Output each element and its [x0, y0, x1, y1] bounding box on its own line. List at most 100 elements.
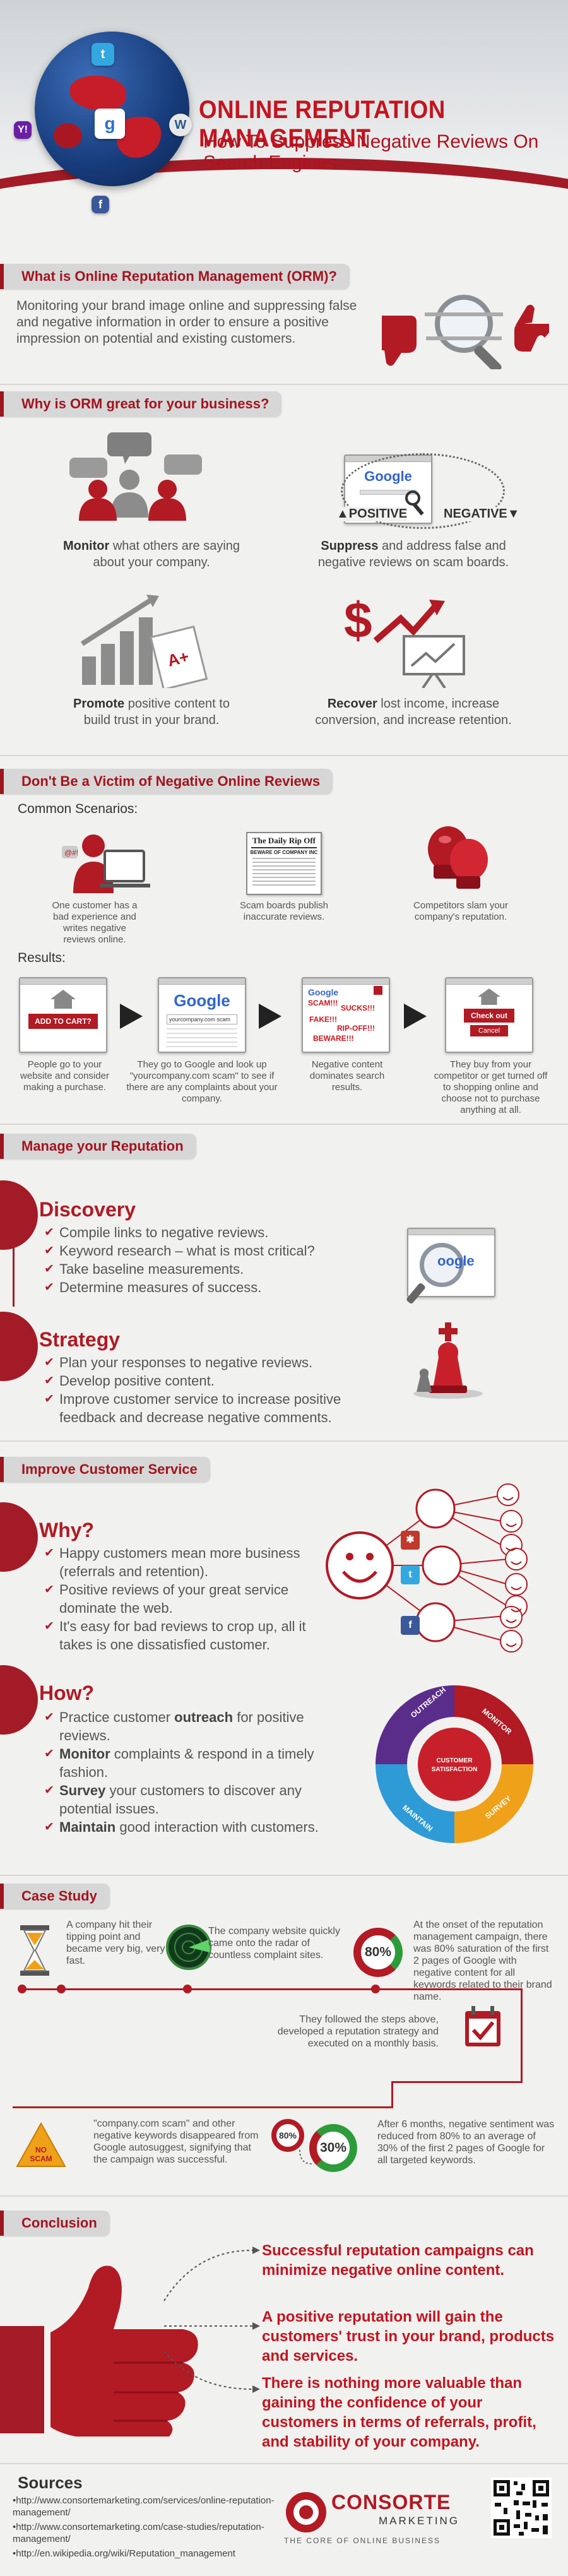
- house-icon: [478, 988, 500, 1005]
- why-title: Why?: [39, 1519, 95, 1541]
- orbit-dots: [341, 453, 505, 529]
- google-search-box[interactable]: yourcompany.com scam: [167, 1014, 237, 1024]
- discovery-title: Discovery: [39, 1198, 136, 1221]
- header: t g W Y! f ONLINE REPUTATION MANAGEMENT …: [0, 0, 568, 237]
- thumbs-down-icon: [374, 986, 382, 995]
- globe-icon: [35, 32, 189, 186]
- radar-icon: [166, 1925, 211, 1970]
- discovery-list: Compile links to negative reviews. Keywo…: [44, 1223, 372, 1297]
- divider: [0, 1440, 568, 1442]
- source-link[interactable]: •http://en.wikipedia.org/wiki/Reputation…: [13, 2548, 235, 2559]
- arrow-down-icon: [299, 2149, 312, 2164]
- browser-negative-results: Google SCAM!!! SUCKS!!! FAKE!!! RIP-OFF!…: [302, 977, 390, 1053]
- common-scenarios-label: Common Scenarios:: [18, 802, 138, 816]
- angry-customer-icon: @#!: [62, 834, 150, 893]
- recover-income-icon: $: [344, 593, 465, 688]
- thumbs-up-icon: [0, 2265, 198, 2437]
- list-item: Plan your responses to negative reviews.: [44, 1353, 372, 1372]
- source-link[interactable]: •http://www.consortemarketing.com/case-s…: [13, 2522, 264, 2544]
- negative-label: NEGATIVE▼: [444, 507, 520, 521]
- why-recover-text: Recover lost income, increase conversion…: [315, 697, 512, 727]
- result-4: They buy from your competitor or get tur…: [434, 1059, 548, 1115]
- people-talking-icon: [69, 432, 202, 521]
- source-link[interactable]: •http://www.consortemarketing.com/servic…: [13, 2495, 275, 2518]
- facebook-icon: f: [401, 1616, 420, 1635]
- service-why-list: Happy customers mean more business (refe…: [44, 1544, 322, 1654]
- strategy-title: Strategy: [39, 1328, 121, 1351]
- cancel-button[interactable]: Cancel: [470, 1025, 508, 1036]
- list-item: Keyword research – what is most critical…: [44, 1242, 372, 1260]
- timeline-line: [22, 1988, 521, 1990]
- divider: [0, 2463, 568, 2464]
- section-tag-case-study: Case Study: [0, 1884, 110, 1909]
- newspaper-icon: The Daily Rip Off BEWARE OF COMPANY INC: [246, 832, 322, 895]
- section-tag-service: Improve Customer Service: [0, 1457, 210, 1482]
- list-item: Maintain good interaction with customers…: [44, 1818, 322, 1836]
- service-how-list: Practice customer outreach for positive …: [44, 1708, 322, 1836]
- conclusion-line-3: There is nothing more valuable than gain…: [262, 2375, 536, 2450]
- growth-chart-icon: A+: [80, 595, 208, 688]
- svg-text:SATISFACTION: SATISFACTION: [432, 1766, 478, 1773]
- calendar-check-icon: [465, 2006, 500, 2046]
- divider: [0, 755, 568, 756]
- results-label: Results:: [18, 951, 66, 965]
- cycle-center-label: CUSTOMER: [436, 1757, 473, 1764]
- divider: [0, 1875, 568, 1876]
- list-item: Happy customers mean more business (refe…: [44, 1544, 322, 1581]
- checkout-button[interactable]: Check out: [464, 1009, 514, 1023]
- strategy-bullet: [0, 1312, 38, 1381]
- pct-80-ring: 80%: [353, 1928, 403, 1977]
- brand-name: CONSORTE: [331, 2491, 451, 2514]
- result-2: They go to Google and look up "yourcompa…: [126, 1059, 278, 1104]
- conclusion-line-1: Successful reputation campaigns can mini…: [262, 2242, 534, 2279]
- hands-magnifier-icon: [382, 295, 549, 369]
- arrow-right-icon: [120, 1004, 143, 1029]
- list-item: It's easy for bad reviews to crop up, al…: [44, 1617, 322, 1654]
- svg-text:@#!: @#!: [64, 848, 78, 857]
- google-magnifier-icon: oogle: [405, 1228, 495, 1305]
- case-step-4: They followed the steps above, developed…: [277, 2014, 439, 2049]
- discovery-bullet: [0, 1180, 38, 1250]
- no-scam-sign-icon: NO SCAM: [16, 2122, 66, 2167]
- svg-text:SCAM: SCAM: [30, 2154, 52, 2163]
- result-1: People go to your website and consider m…: [20, 1059, 109, 1093]
- brand-tagline: THE CORE OF ONLINE BUSINESS: [284, 2536, 441, 2545]
- yelp-icon: ✱: [401, 1531, 420, 1550]
- pct-from-ring: 80%: [271, 2119, 304, 2152]
- arrow-right-icon: [259, 1004, 281, 1029]
- case-step-5: "company.com scam" and other negative ke…: [93, 2118, 259, 2165]
- section-tag-why-orm: Why is ORM great for your business?: [0, 391, 282, 417]
- list-item: Compile links to negative reviews.: [44, 1223, 372, 1242]
- twitter-icon: t: [401, 1565, 420, 1584]
- svg-text:NO: NO: [35, 2146, 47, 2154]
- add-to-cart-button[interactable]: ADD TO CART?: [28, 1014, 98, 1029]
- wordpress-icon: W: [169, 114, 192, 136]
- facebook-icon: f: [92, 196, 109, 213]
- divider: [0, 2195, 568, 2197]
- list-item: Improve customer service to increase pos…: [44, 1390, 372, 1427]
- section-tag-orm: What is Online Reputation Management (OR…: [0, 264, 350, 289]
- google-icon: g: [95, 109, 125, 139]
- satisfaction-cycle-diagram: CUSTOMER SATISFACTION OUTREACH MONITOR S…: [376, 1685, 533, 1843]
- twitter-icon: t: [92, 43, 114, 66]
- pct-to-ring: 30%: [309, 2124, 357, 2172]
- list-item: Positive reviews of your great service d…: [44, 1581, 322, 1617]
- list-item: Survey your customers to discover any po…: [44, 1781, 322, 1818]
- list-item: Determine measures of success.: [44, 1278, 372, 1297]
- strategy-list: Plan your responses to negative reviews.…: [44, 1353, 372, 1427]
- divider: [0, 1124, 568, 1125]
- page-subtitle: How To Suppress Negative Reviews On Sear…: [203, 131, 539, 173]
- dotted-arrows-icon: [163, 2247, 260, 2393]
- why-promote-text: Promote positive content to build trust …: [73, 697, 230, 727]
- why-bullet: [0, 1502, 38, 1572]
- how-title: How?: [39, 1682, 95, 1704]
- happy-network-icon: [326, 1483, 528, 1653]
- conclusion-line-2: A positive reputation will gain the cust…: [262, 2308, 555, 2365]
- how-bullet: [0, 1665, 38, 1735]
- hourglass-icon: [20, 1925, 49, 1976]
- positive-label: ▲POSITIVE: [336, 507, 408, 521]
- scenario-1: One customer has a bad experience and wr…: [52, 900, 138, 945]
- qr-code-icon[interactable]: [491, 2478, 552, 2538]
- why-suppress-text: Suppress and address false and negative …: [317, 539, 509, 569]
